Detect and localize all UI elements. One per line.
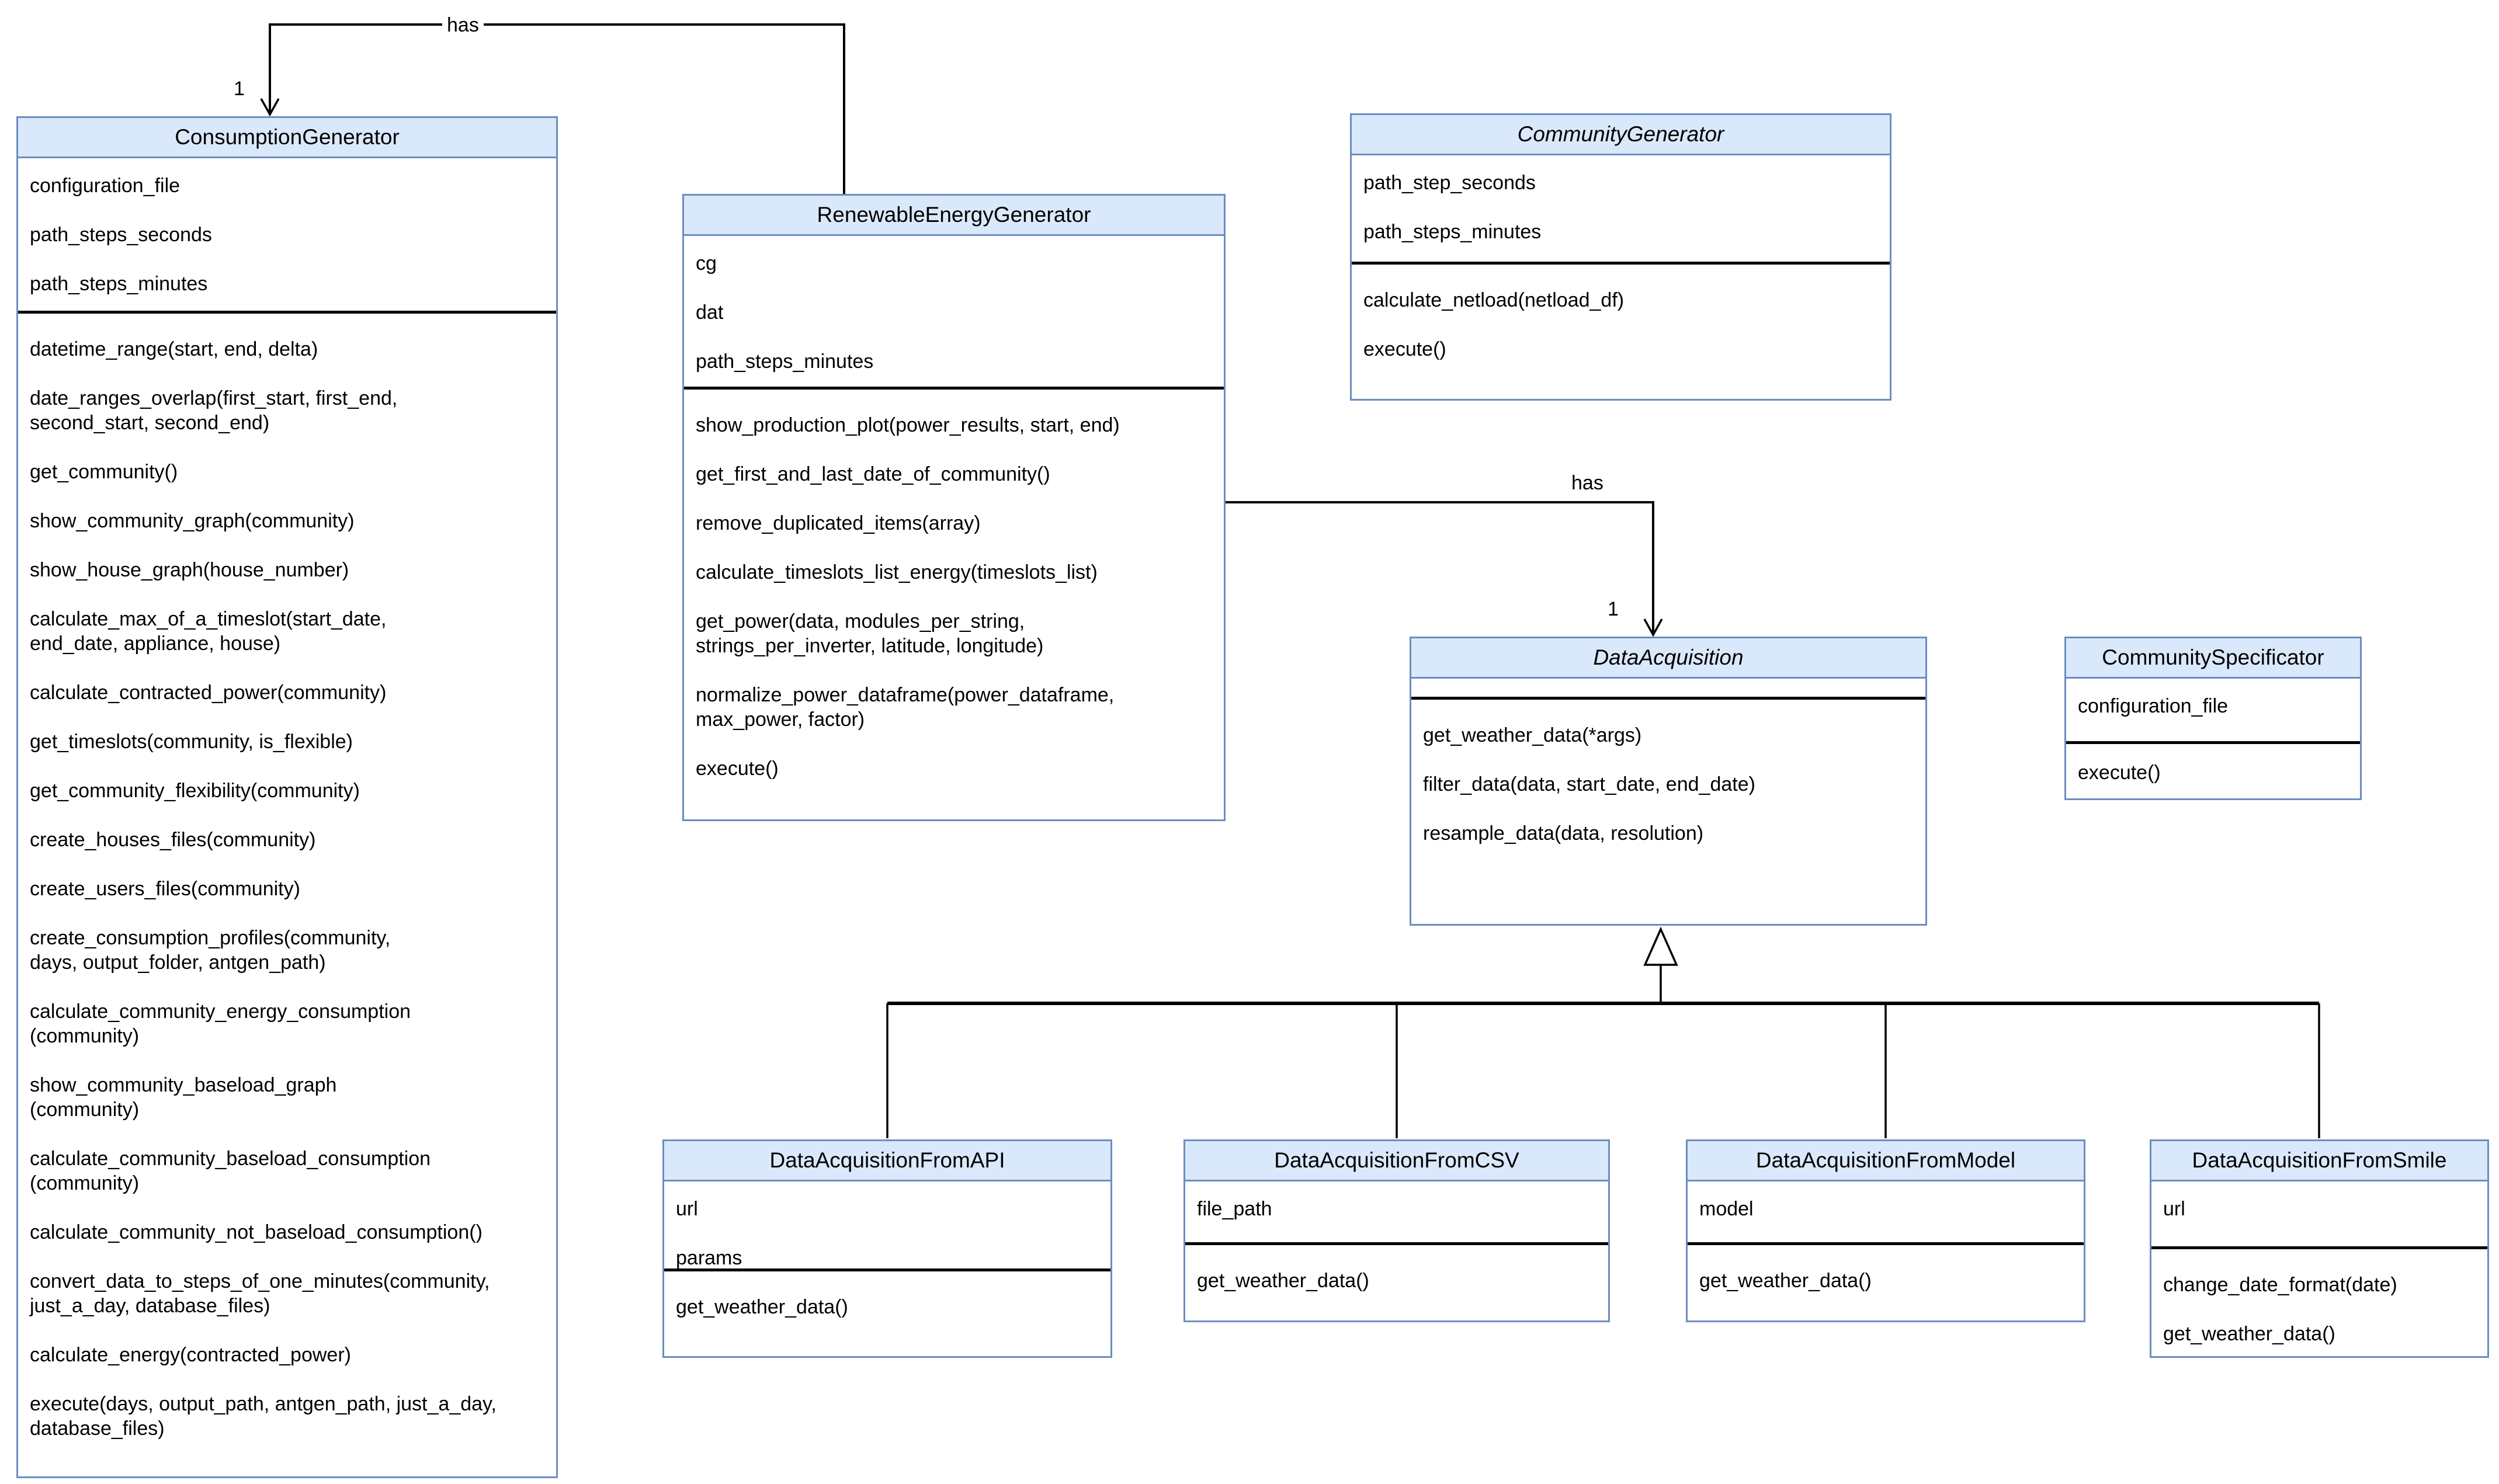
member-line: file_path bbox=[1197, 1198, 1272, 1220]
class-attributes: url params bbox=[664, 1181, 1110, 1271]
member-line: calculate_contracted_power(community) bbox=[30, 682, 387, 704]
member-line: datetime_range(start, end, delta) bbox=[30, 338, 318, 360]
member-line: model bbox=[1699, 1198, 1754, 1220]
member-line: show_community_graph(community) bbox=[30, 510, 355, 532]
member-line: path_steps_minutes bbox=[696, 350, 874, 373]
member-line: get_weather_data() bbox=[1699, 1270, 1872, 1292]
class-attributes: cg dat path_steps_minutes bbox=[684, 236, 1224, 390]
member-line: configuration_file bbox=[2078, 695, 2229, 717]
association-has-data-acquisition bbox=[1226, 501, 1663, 637]
class-title: ConsumptionGenerator bbox=[18, 118, 556, 158]
member-line: change_date_format(date) bbox=[2163, 1274, 2397, 1296]
member-line: execute() bbox=[2078, 762, 2161, 784]
class-attributes bbox=[1411, 679, 1925, 700]
class-title: DataAcquisitionFromModel bbox=[1688, 1141, 2084, 1181]
inheritance-triangle-icon bbox=[1643, 926, 1678, 966]
member-line: calculate_community_baseload_consumption… bbox=[30, 1148, 431, 1194]
class-methods: get_weather_data() bbox=[1688, 1245, 2084, 1320]
class-methods: get_weather_data() bbox=[1185, 1245, 1608, 1320]
member-line: params bbox=[676, 1247, 742, 1269]
member-line: url bbox=[676, 1198, 698, 1220]
member-line: execute() bbox=[696, 757, 779, 780]
class-box-data-acquisition-from-api: DataAcquisitionFromAPI url params get_wea… bbox=[662, 1139, 1112, 1358]
member-line: calculate_community_not_baseload_consump… bbox=[30, 1221, 483, 1243]
member-line: get_weather_data(*args) bbox=[1423, 724, 1642, 746]
class-box-data-acquisition-from-model: DataAcquisitionFromModel model get_weath… bbox=[1686, 1139, 2085, 1322]
member-line: remove_duplicated_items(array) bbox=[696, 512, 981, 534]
member-line: get_weather_data() bbox=[676, 1296, 848, 1318]
member-line: create_houses_files(community) bbox=[30, 829, 316, 851]
class-methods: get_weather_data() bbox=[664, 1271, 1110, 1356]
member-line: execute() bbox=[1363, 338, 1446, 360]
class-box-renewable-energy-generator: RenewableEnergyGenerator cg dat path_steps… bbox=[682, 194, 1226, 821]
member-line: get_timeslots(community, is_flexible) bbox=[30, 731, 353, 753]
class-title: DataAcquisition bbox=[1411, 638, 1925, 679]
member-line: get_weather_data() bbox=[1197, 1270, 1369, 1292]
member-line: url bbox=[2163, 1198, 2185, 1220]
member-line: get_power(data, modules_per_string, stri… bbox=[696, 610, 1044, 657]
class-methods: datetime_range(start, end, delta) date_ra… bbox=[18, 314, 556, 1476]
member-line: get_weather_data() bbox=[2163, 1323, 2335, 1345]
class-methods: calculate_netload(netload_df) execute() bbox=[1352, 265, 1890, 399]
member-line: get_first_and_last_date_of_community() bbox=[696, 463, 1050, 485]
open-arrowhead-icon bbox=[1643, 618, 1663, 637]
edge-label-has-top: has bbox=[442, 14, 484, 36]
edge-label-has-right: has bbox=[1567, 472, 1608, 494]
member-line: path_step_seconds bbox=[1363, 172, 1536, 194]
member-line: execute(days, output_path, antgen_path, … bbox=[30, 1393, 497, 1440]
member-line: show_community_baseload_graph (community… bbox=[30, 1074, 337, 1121]
class-title: DataAcquisitionFromSmile bbox=[2151, 1141, 2487, 1181]
class-attributes: path_step_seconds path_steps_minutes bbox=[1352, 155, 1890, 265]
member-line: path_steps_seconds bbox=[30, 224, 212, 246]
member-line: filter_data(data, start_date, end_date) bbox=[1423, 773, 1755, 795]
class-attributes: url bbox=[2151, 1181, 2487, 1249]
member-line: create_consumption_profiles(community, d… bbox=[30, 927, 391, 974]
member-line: calculate_max_of_a_timeslot(start_date, … bbox=[30, 608, 387, 655]
member-line: dat bbox=[696, 301, 724, 324]
member-line: show_production_plot(power_results, star… bbox=[696, 414, 1120, 436]
class-box-data-acquisition-from-smile: DataAcquisitionFromSmile url change_date… bbox=[2150, 1139, 2489, 1358]
class-box-community-specificator: CommunitySpecificator configuration_file… bbox=[2064, 637, 2362, 800]
member-line: path_steps_minutes bbox=[30, 273, 208, 295]
member-line: normalize_power_dataframe(power_datafram… bbox=[696, 684, 1115, 731]
class-methods: execute() bbox=[2066, 744, 2360, 798]
member-line: calculate_netload(netload_df) bbox=[1363, 289, 1625, 311]
class-attributes: file_path bbox=[1185, 1181, 1608, 1245]
member-line: calculate_timeslots_list_energy(timeslot… bbox=[696, 561, 1098, 583]
class-box-data-acquisition-from-csv: DataAcquisitionFromCSV file_path get_wea… bbox=[1183, 1139, 1610, 1322]
member-line: calculate_energy(contracted_power) bbox=[30, 1344, 351, 1366]
generalization-data-acquisition bbox=[886, 926, 2320, 1138]
member-line: get_community_flexibility(community) bbox=[30, 780, 360, 802]
class-title: DataAcquisitionFromCSV bbox=[1185, 1141, 1608, 1181]
class-attributes: model bbox=[1688, 1181, 2084, 1245]
member-line: date_ranges_overlap(first_start, first_e… bbox=[30, 387, 398, 434]
open-arrowhead-icon bbox=[260, 98, 280, 117]
class-methods: change_date_format(date) get_weather_data… bbox=[2151, 1249, 2487, 1356]
member-line: resample_data(data, resolution) bbox=[1423, 822, 1704, 844]
class-box-data-acquisition: DataAcquisition get_weather_data(*args)f… bbox=[1410, 637, 1927, 926]
class-title: CommunitySpecificator bbox=[2066, 638, 2360, 679]
member-line: convert_data_to_steps_of_one_minutes(com… bbox=[30, 1270, 490, 1317]
association-has-consumption-generator bbox=[260, 23, 845, 194]
member-line: configuration_file bbox=[30, 175, 181, 197]
class-title: RenewableEnergyGenerator bbox=[684, 196, 1224, 236]
class-title: DataAcquisitionFromAPI bbox=[664, 1141, 1110, 1181]
class-methods: show_production_plot(power_results, star… bbox=[684, 390, 1224, 819]
member-line: create_users_files(community) bbox=[30, 878, 300, 900]
class-title: CommunityGenerator bbox=[1352, 115, 1890, 155]
member-line: calculate_community_energy_consumption (… bbox=[30, 1000, 411, 1047]
multiplicity-label-right: 1 bbox=[1608, 598, 1619, 620]
multiplicity-label-top: 1 bbox=[234, 78, 245, 100]
member-line: path_steps_minutes bbox=[1363, 221, 1542, 243]
class-methods: get_weather_data(*args) filter_data(data,… bbox=[1411, 700, 1925, 924]
member-line: show_house_graph(house_number) bbox=[30, 559, 349, 581]
member-line: get_community() bbox=[30, 461, 178, 483]
member-line: cg bbox=[696, 252, 717, 274]
class-attributes: configuration_file bbox=[2066, 679, 2360, 744]
